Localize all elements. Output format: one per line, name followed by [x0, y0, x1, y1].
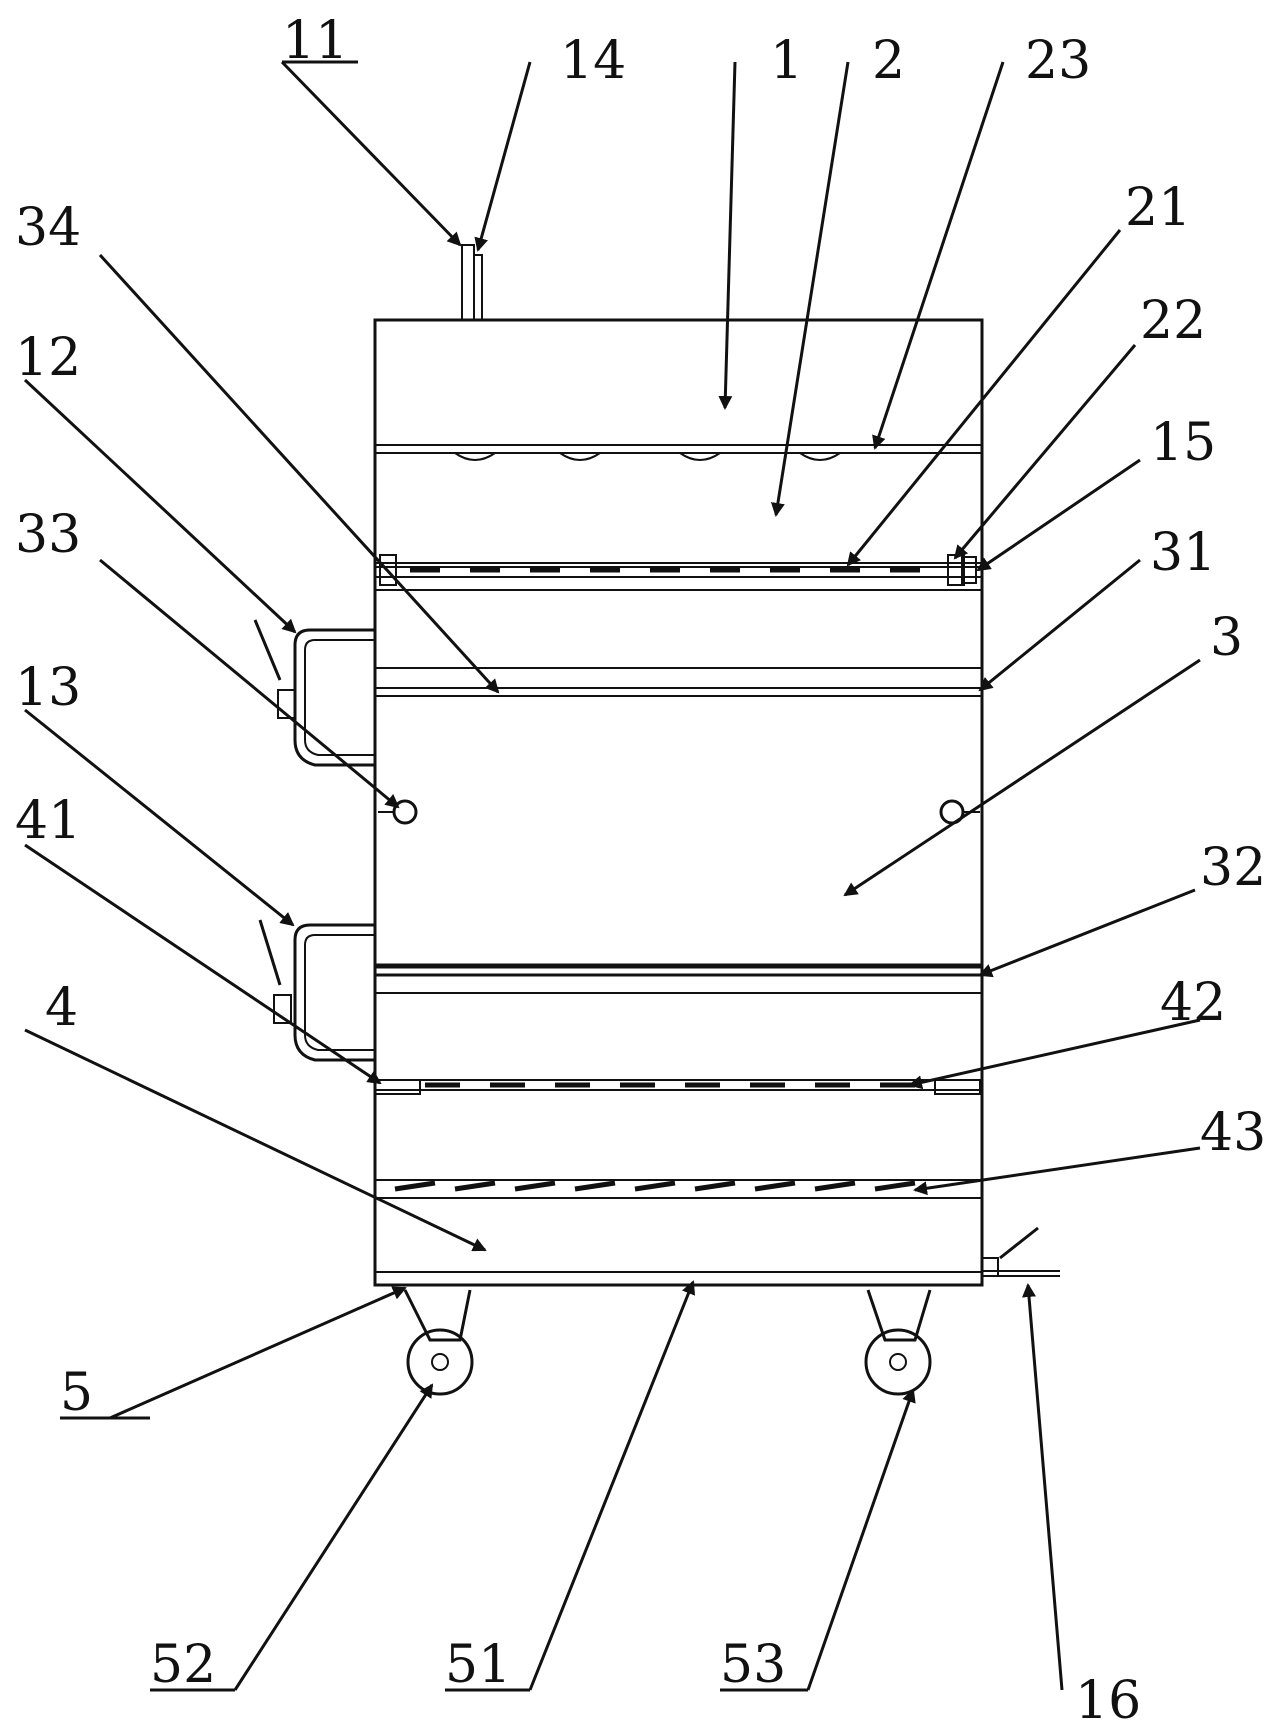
shelf-31	[375, 667, 982, 697]
label-33: 33	[15, 505, 81, 565]
label-13: 13	[15, 658, 81, 718]
cabinet-outline	[373, 318, 984, 1287]
label-1: 1	[770, 31, 803, 91]
label-5: 5	[60, 1363, 93, 1423]
label-34: 34	[15, 198, 81, 258]
label-42: 42	[1160, 973, 1226, 1033]
label-2: 2	[872, 31, 905, 91]
shelf-42	[374, 1079, 982, 1095]
cabinet-body	[373, 318, 984, 1287]
shelf-43	[375, 1179, 982, 1199]
label-41: 41	[15, 791, 81, 851]
label-14: 14	[560, 31, 626, 91]
label-4: 4	[45, 978, 78, 1038]
shelf-41-pad	[374, 1079, 421, 1095]
label-31: 31	[1150, 523, 1216, 583]
label-22: 22	[1140, 291, 1206, 351]
bracket-34	[379, 554, 397, 586]
label-53: 53	[720, 1635, 786, 1695]
shelf-21	[375, 554, 982, 591]
hook-plate-14	[473, 254, 483, 321]
shelf-23	[375, 444, 982, 461]
label-12: 12	[15, 328, 81, 388]
knobs-33	[378, 799, 980, 825]
latch-16	[981, 1257, 999, 1277]
label-51: 51	[445, 1635, 511, 1695]
side-box-12	[253, 619, 375, 767]
label-23: 23	[1025, 31, 1091, 91]
base-and-latch	[375, 1226, 1060, 1287]
caster-53	[864, 1289, 932, 1396]
label-15: 15	[1150, 413, 1216, 473]
knob-left	[392, 799, 418, 825]
leader-lines	[23, 60, 1201, 1691]
top-hook	[461, 244, 483, 321]
label-43: 43	[1200, 1103, 1266, 1163]
shelf-32	[375, 963, 982, 994]
label-3: 3	[1210, 608, 1243, 668]
side-box-13	[258, 919, 375, 1062]
hook-plate-11	[461, 244, 475, 321]
label-11: 11	[282, 11, 348, 71]
handle-lever-13	[258, 919, 282, 986]
label-16: 16	[1075, 1671, 1141, 1729]
bracket-15	[961, 556, 977, 584]
caster-52	[403, 1289, 474, 1396]
label-52: 52	[150, 1635, 216, 1695]
label-21: 21	[1125, 178, 1191, 238]
label-underlines	[60, 1416, 808, 1692]
part-labels: 11 14 1 2 23 21 34 22 12 15 33 31 3 13 3…	[15, 11, 1266, 1729]
handle-lever-12	[253, 619, 282, 681]
label-32: 32	[1200, 838, 1266, 898]
